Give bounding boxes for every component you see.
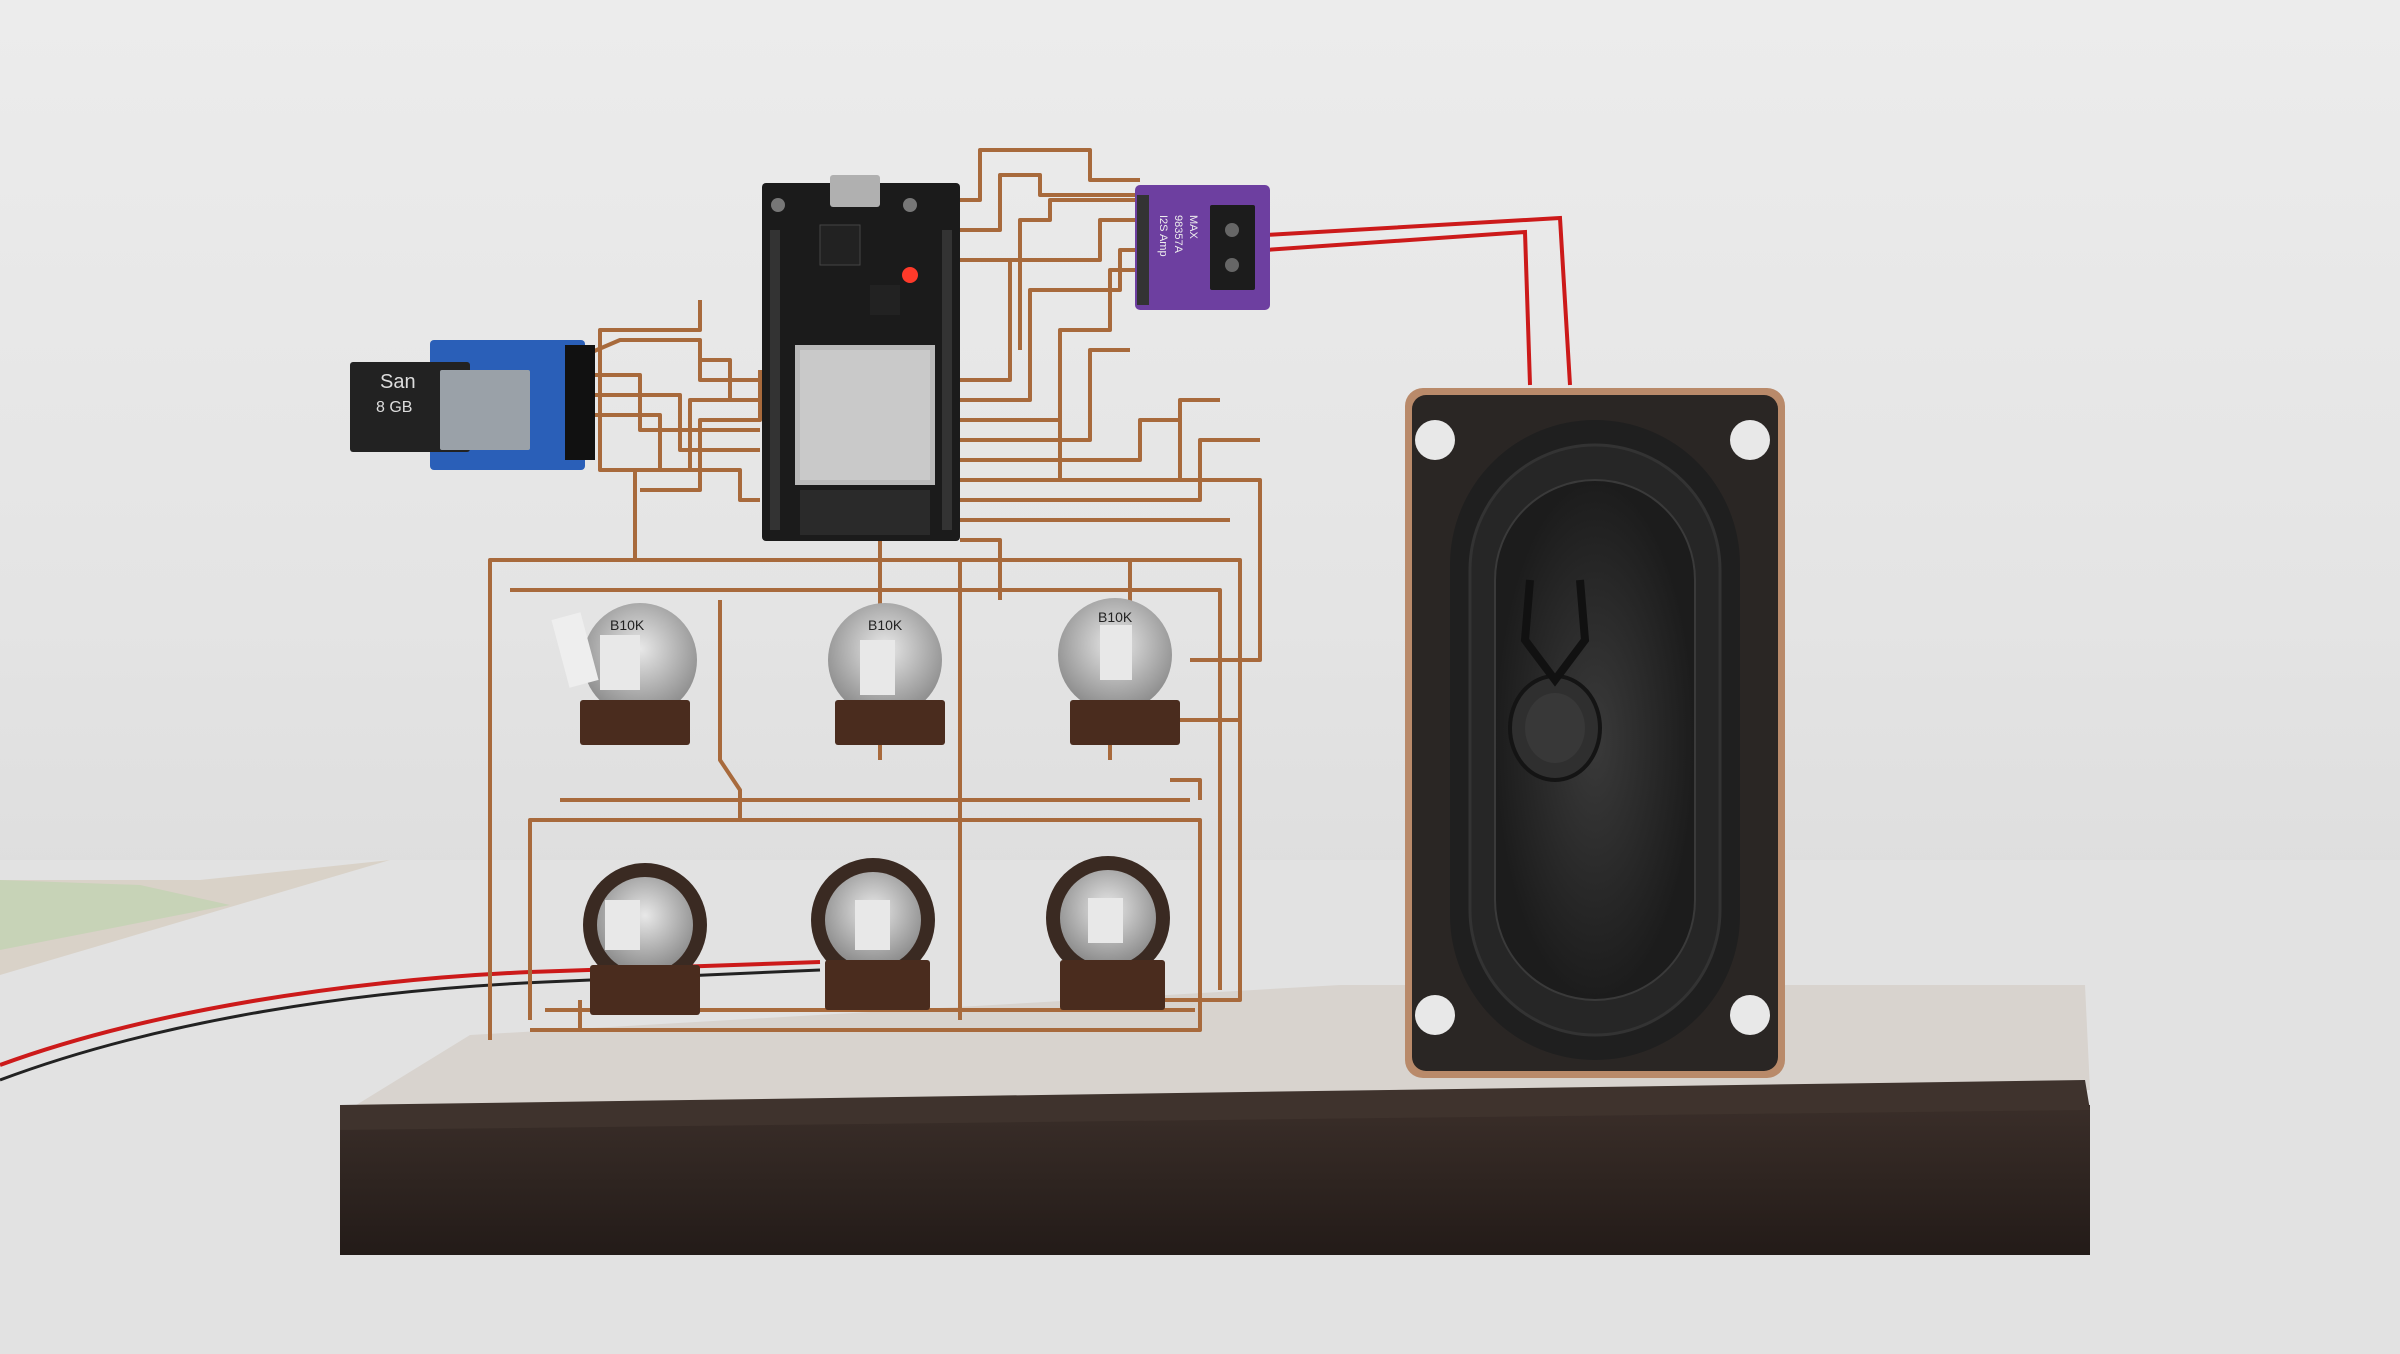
- potentiometer-top-3: B10K: [1058, 598, 1180, 745]
- potentiometer-top-2: B10K: [828, 603, 945, 745]
- potentiometer-top-1: B10K: [551, 603, 697, 745]
- power-led: [902, 267, 918, 283]
- i2s-amplifier-board: MAX 98357A I2S Amp: [1135, 185, 1270, 310]
- sd-card-brand: San: [380, 371, 416, 393]
- red-power-wire: [0, 960, 821, 1082]
- copper-wire-frame: [488, 148, 1262, 1040]
- pot-label-3: B10K: [1098, 609, 1133, 625]
- pot-label-1: B10K: [610, 617, 645, 633]
- pot-label-2: B10K: [868, 617, 903, 633]
- sd-card-module: San 8 GB: [350, 340, 595, 470]
- amp-label-2: 98357A: [1172, 215, 1184, 254]
- esp32-module: [762, 175, 960, 541]
- speaker: [1405, 388, 1785, 1078]
- potentiometer-bottom-2: [811, 858, 935, 1010]
- speaker-wires: [1264, 215, 1572, 386]
- sd-card-capacity: 8 GB: [376, 399, 412, 416]
- amp-label-3: I2S Amp: [1157, 215, 1169, 257]
- wooden-base: [340, 985, 2090, 1255]
- potentiometer-bottom-1: [583, 863, 707, 1015]
- potentiometer-bottom-3: [1046, 856, 1170, 1010]
- paper-sheet-green: [0, 880, 230, 950]
- amp-label-1: MAX: [1187, 215, 1199, 240]
